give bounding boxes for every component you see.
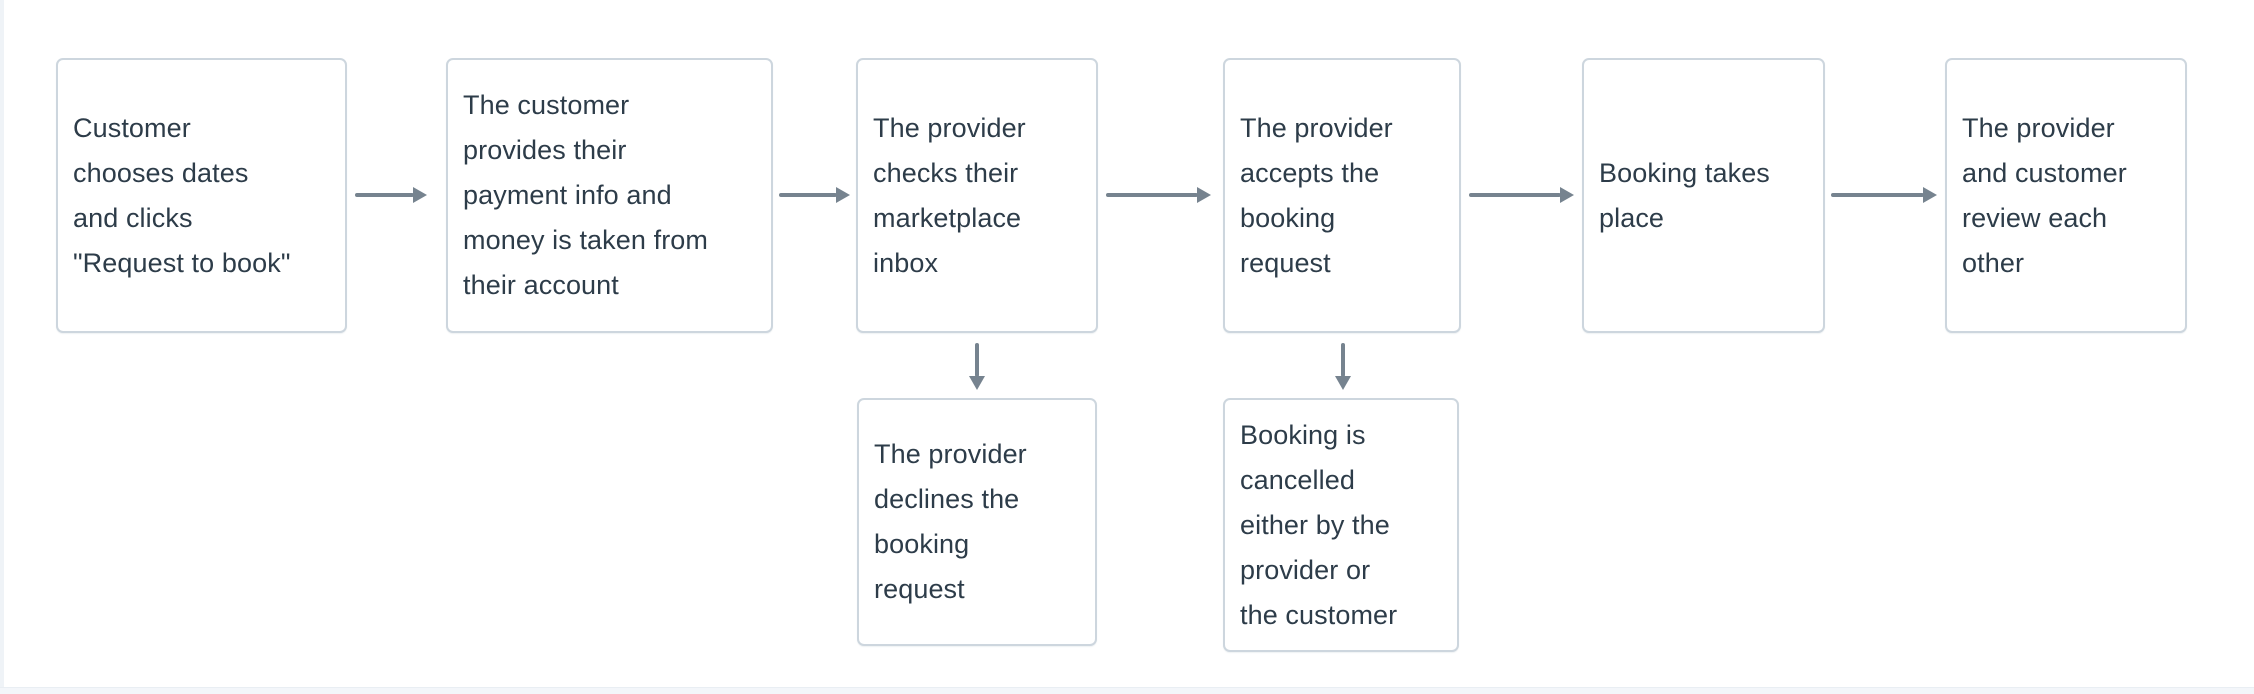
flow-node-check-inbox: The provider checks their marketplace in… [856,58,1098,333]
arrow-head [1197,187,1211,203]
arrow-head [836,187,850,203]
arrow-shaft [1341,343,1345,377]
flow-node-label: The provider and customer review each ot… [1962,112,2127,278]
arrow-head [1923,187,1937,203]
arrow-head [1560,187,1574,203]
arrow-head [1335,376,1351,390]
arrow-head [413,187,427,203]
arrow-right-icon [1106,187,1211,203]
flow-node-provide-payment: The customer provides their payment info… [446,58,773,333]
flow-node-decline-request: The provider declines the booking reques… [857,398,1097,646]
flow-node-label: Booking is cancelled either by the provi… [1240,419,1398,630]
flow-node-label: Booking takes place [1599,157,1770,233]
arrow-head [969,376,985,390]
arrow-down-icon [1335,343,1351,390]
flow-node-label: Customer chooses dates and clicks "Reque… [73,112,291,278]
flow-node-booking-cancelled: Booking is cancelled either by the provi… [1223,398,1459,652]
arrow-right-icon [779,187,850,203]
flow-node-label: The provider checks their marketplace in… [873,112,1026,278]
flow-node-review-each-other: The provider and customer review each ot… [1945,58,2187,333]
flow-node-accept-request: The provider accepts the booking request [1223,58,1461,333]
arrow-right-icon [355,187,427,203]
flow-node-booking-takes-place: Booking takes place [1582,58,1825,333]
arrow-shaft [355,193,414,197]
flow-node-choose-dates: Customer chooses dates and clicks "Reque… [56,58,347,333]
arrow-right-icon [1469,187,1574,203]
flow-node-label: The provider declines the booking reques… [874,439,1027,604]
arrow-shaft [1106,193,1198,197]
arrow-shaft [779,193,837,197]
flow-node-label: The provider accepts the booking request [1240,112,1393,278]
arrow-shaft [975,343,979,377]
arrow-shaft [1469,193,1561,197]
arrow-down-icon [969,343,985,390]
arrow-shaft [1831,193,1924,197]
flow-node-label: The customer provides their payment info… [463,90,708,300]
bottom-edge-strip [0,687,2254,694]
arrow-right-icon [1831,187,1937,203]
left-edge-strip [0,0,4,694]
